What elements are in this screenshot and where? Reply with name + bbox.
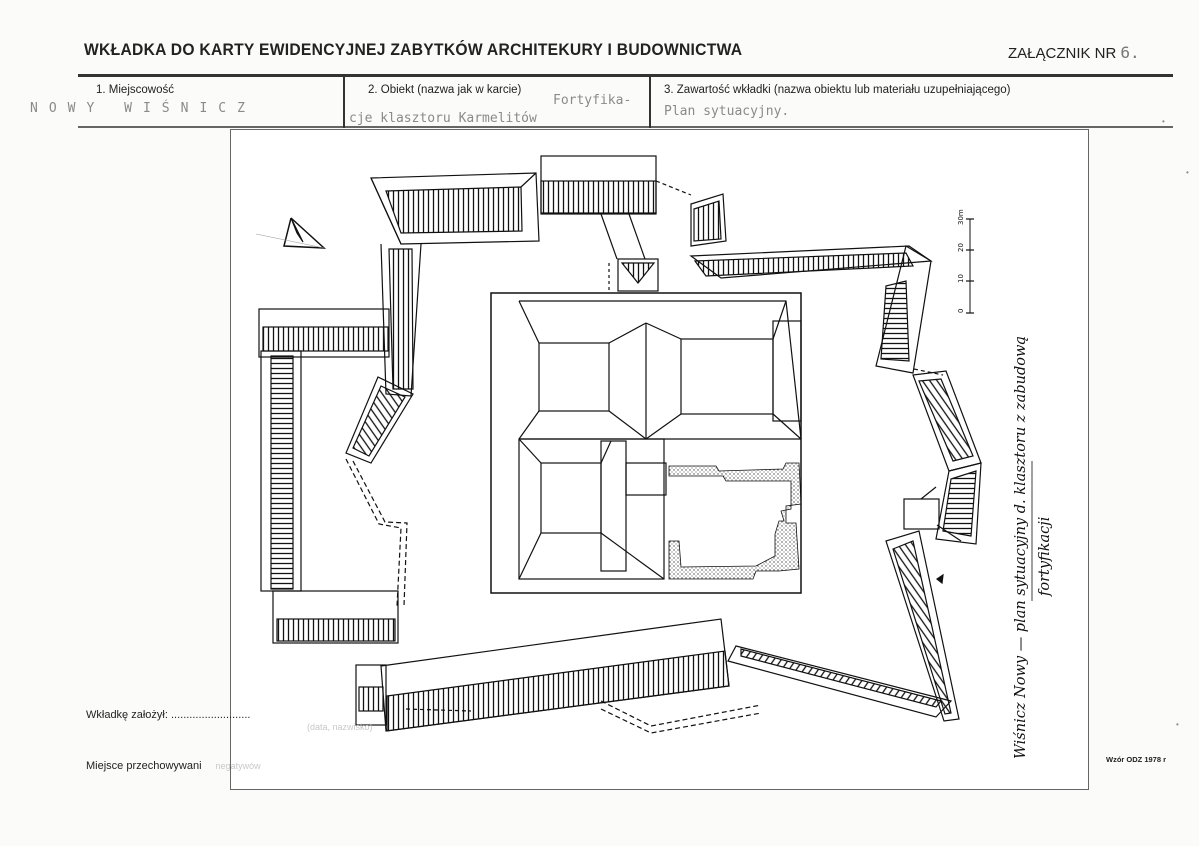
fortification-plan: 0 10 20 30m Wiśnicz Nowy — plan sytuacyj… <box>255 155 1053 759</box>
drawing-caption-line2: fortyfikacji <box>1037 517 1053 597</box>
column-divider-1 <box>343 76 345 128</box>
column-divider-2 <box>649 76 651 128</box>
scale-tick-0: 0 <box>957 309 965 313</box>
header-rule-top <box>78 74 1173 77</box>
site-plan-drawing: 0 10 20 30m Wiśnicz Nowy — plan sytuacyj… <box>230 129 1089 790</box>
field-contents-value: Plan sytuacyjny. <box>664 104 790 119</box>
storage-label: Miejsce przechowywani negatywów <box>86 760 261 772</box>
north-arrow-icon <box>255 217 327 249</box>
scale-tick-30m: 30m <box>957 209 965 225</box>
nw-bastion <box>370 155 692 292</box>
southeast-wall <box>727 486 962 722</box>
faint-middle-text: (data, nazwisko) <box>307 722 373 732</box>
east-wall <box>689 193 982 585</box>
drawing-caption-line1: Wiśnicz Nowy — plan sytuacyjny d. klaszt… <box>1013 336 1029 759</box>
south-building <box>355 618 762 734</box>
scale-tick-10: 10 <box>957 274 965 283</box>
annex-number: 6. <box>1120 43 1140 62</box>
field-locality-value: NOWY WIŚNICZ <box>30 101 256 116</box>
scale-bar <box>966 218 974 314</box>
field-object-label: 2. Obiekt (nazwa jak w karcie) <box>368 84 522 96</box>
monastery-complex <box>490 263 802 594</box>
created-by-label: Wkładkę założył: .......................… <box>86 709 251 721</box>
storage-label-faint: negatywów <box>215 761 261 771</box>
punch-mark-right2: • <box>1176 720 1179 729</box>
header-rule-bottom <box>78 126 1173 128</box>
west-wall <box>258 243 422 644</box>
scale-tick-20: 20 <box>957 243 965 252</box>
field-contents-label: 3. Zawartość wkładki (nazwa obiektu lub … <box>664 84 1011 96</box>
page-title: WKŁADKA DO KARTY EWIDENCYJNEJ ZABYTKÓW A… <box>84 40 743 59</box>
field-object-value-line2: cje klasztoru Karmelitów <box>349 111 537 126</box>
punch-mark-top: • <box>1162 117 1165 126</box>
field-locality-label: 1. Miejscowość <box>96 84 174 96</box>
field-object-value-line1: Fortyfika- <box>553 93 632 108</box>
punch-mark-right: • <box>1186 168 1189 177</box>
annex-label-text: ZAŁĄCZNIK NR <box>1008 45 1117 62</box>
storage-label-text: Miejsce przechowywani <box>86 760 202 772</box>
form-model-label: Wzór ODZ 1978 r <box>1106 755 1167 764</box>
